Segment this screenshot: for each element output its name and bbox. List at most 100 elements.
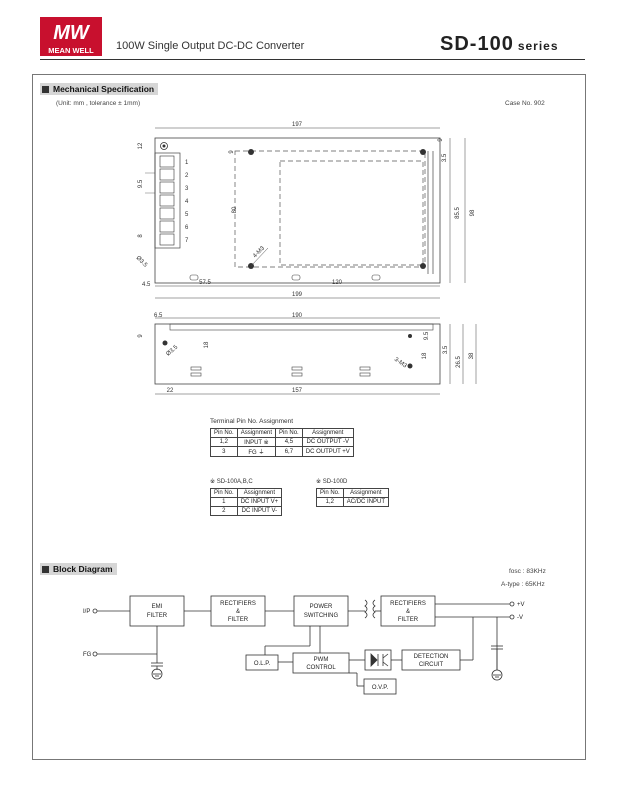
svg-text:3: 3 — [185, 186, 189, 192]
svg-text:FG: FG — [83, 652, 92, 658]
atype-note: A-type : 65KHz — [501, 581, 545, 588]
table-row: 3 FG ⏚ 6,7 DC OUTPUT +V — [210, 446, 354, 457]
block-section-label: Block Diagram — [53, 564, 113, 574]
model-name: SD-100 — [440, 33, 514, 55]
mechanical-section-label: Mechanical Specification — [53, 84, 155, 94]
svg-text:PWM: PWM — [314, 657, 329, 663]
table-header-row: Pin No. Assignment — [210, 488, 283, 498]
svg-text:80: 80 — [232, 206, 238, 213]
block-section-title: Block Diagram — [40, 563, 117, 575]
table-cell: 1,2 — [210, 437, 238, 447]
sub-table-a-title: ※ SD-100A,B,C — [210, 479, 253, 485]
svg-text:&: & — [406, 609, 410, 615]
svg-text:9.5: 9.5 — [424, 331, 430, 340]
table-cell: AC/DC INPUT — [342, 497, 390, 507]
svg-text:SWITCHING: SWITCHING — [304, 613, 339, 619]
svg-text:3.5: 3.5 — [443, 345, 449, 354]
table-cell: 1,2 — [316, 497, 344, 507]
svg-text:18: 18 — [204, 341, 210, 348]
sub-table-a: Pin No. Assignment 1 DC INPUT V+ 2 DC IN… — [210, 488, 283, 516]
svg-text:O.L.P.: O.L.P. — [254, 661, 271, 667]
svg-text:120: 120 — [332, 280, 343, 286]
table-row: 1,2 INPUT ※ 4,5 DC OUTPUT -V — [210, 437, 354, 447]
svg-text:9: 9 — [438, 138, 444, 142]
fosc-note: fosc : 83KHz — [509, 568, 546, 575]
table-header: Assignment — [342, 488, 390, 498]
svg-text:26.5: 26.5 — [456, 356, 462, 368]
table-header: Pin No. — [316, 488, 344, 498]
terminal-table-title: Terminal Pin No. Assignment — [210, 418, 294, 425]
svg-text:9: 9 — [138, 334, 144, 338]
table-header-row: Pin No. Assignment Pin No. Assignment — [210, 428, 354, 438]
svg-text:FILTER: FILTER — [398, 617, 419, 623]
top-view-drawing: 1 2 3 4 5 6 7 197 57.5 120 199 4.5 85.5 … — [135, 122, 476, 299]
svg-text:POWER: POWER — [310, 604, 333, 610]
svg-text:2: 2 — [185, 173, 189, 179]
svg-text:RECTIFIERS: RECTIFIERS — [390, 601, 426, 607]
table-header: Pin No. — [275, 428, 303, 438]
svg-text:197: 197 — [292, 122, 303, 128]
svg-text:7: 7 — [185, 238, 189, 244]
table-cell: 6,7 — [275, 446, 303, 457]
svg-text:6.5: 6.5 — [154, 313, 163, 319]
svg-text:18: 18 — [422, 352, 428, 359]
svg-text:RECTIFIERS: RECTIFIERS — [220, 601, 256, 607]
svg-text:MEAN WELL: MEAN WELL — [48, 46, 94, 55]
sub-table-d-title: ※ SD-100D — [316, 479, 348, 485]
table-header: Pin No. — [210, 488, 238, 498]
svg-text:Ø3.5: Ø3.5 — [165, 344, 179, 357]
svg-text:199: 199 — [292, 292, 303, 298]
terminal-pin-table: Pin No. Assignment Pin No. Assignment 1,… — [210, 428, 354, 457]
section-bullet-icon — [42, 85, 49, 93]
table-row: 1,2 AC/DC INPUT — [316, 497, 390, 507]
svg-text:22: 22 — [167, 388, 174, 394]
svg-text:FILTER: FILTER — [228, 617, 249, 623]
block-diagram: I/P FG EMI FILTER RECTIFIERS & FILTER PO… — [83, 595, 525, 695]
content-frame — [32, 74, 586, 760]
svg-text:+V: +V — [517, 602, 525, 608]
case-number: Case No. 902 — [505, 100, 545, 107]
svg-text:Ø3.5: Ø3.5 — [135, 255, 149, 269]
svg-text:57.5: 57.5 — [199, 280, 211, 286]
svg-text:98: 98 — [470, 209, 476, 216]
svg-text:4.5: 4.5 — [142, 282, 151, 288]
table-header-row: Pin No. Assignment — [316, 488, 390, 498]
svg-text:6: 6 — [185, 225, 189, 231]
sub-table-d: Pin No. Assignment 1,2 AC/DC INPUT — [316, 488, 390, 507]
table-header: Assignment — [236, 428, 277, 438]
svg-text:38: 38 — [469, 352, 475, 359]
table-header: Assignment — [301, 428, 354, 438]
header-rule — [40, 59, 585, 60]
mechanical-section-title: Mechanical Specification — [40, 83, 159, 95]
table-cell: 1 — [210, 497, 238, 507]
mean-well-logo: MW MEAN WELL — [40, 17, 102, 56]
svg-text:9.5: 9.5 — [138, 179, 144, 188]
series-label: series — [517, 39, 559, 53]
unit-note: (Unit: mm , tolerance ± 1mm) — [56, 100, 141, 107]
table-header: Assignment — [236, 488, 283, 498]
svg-text:CONTROL: CONTROL — [306, 665, 336, 671]
svg-text:EMI: EMI — [152, 604, 163, 610]
svg-text:I/P: I/P — [83, 609, 90, 615]
svg-text:5: 5 — [185, 212, 189, 218]
svg-text:&: & — [236, 609, 240, 615]
svg-text:3.5: 3.5 — [442, 153, 448, 162]
table-cell: 4,5 — [275, 437, 303, 447]
svg-text:CIRCUIT: CIRCUIT — [419, 662, 444, 668]
svg-text:190: 190 — [292, 313, 303, 319]
side-view-drawing: 190 6.5 22 157 9 18 18 9.5 3.5 26.5 38 Ø… — [138, 313, 477, 395]
svg-text:12: 12 — [138, 142, 144, 149]
section-bullet-icon — [42, 565, 49, 573]
table-cell: DC INPUT V- — [236, 506, 283, 516]
table-cell: FG ⏚ — [236, 446, 277, 457]
svg-text:85.5: 85.5 — [455, 207, 461, 219]
table-cell: 2 — [210, 506, 238, 516]
svg-text:1: 1 — [185, 160, 189, 166]
svg-text:DETECTION: DETECTION — [414, 654, 449, 660]
document-title: 100W Single Output DC-DC Converter — [116, 40, 305, 52]
table-cell: 3 — [210, 446, 238, 457]
svg-text:FILTER: FILTER — [147, 613, 168, 619]
svg-text:O.V.P.: O.V.P. — [372, 685, 389, 691]
table-cell: DC INPUT V+ — [236, 497, 283, 507]
